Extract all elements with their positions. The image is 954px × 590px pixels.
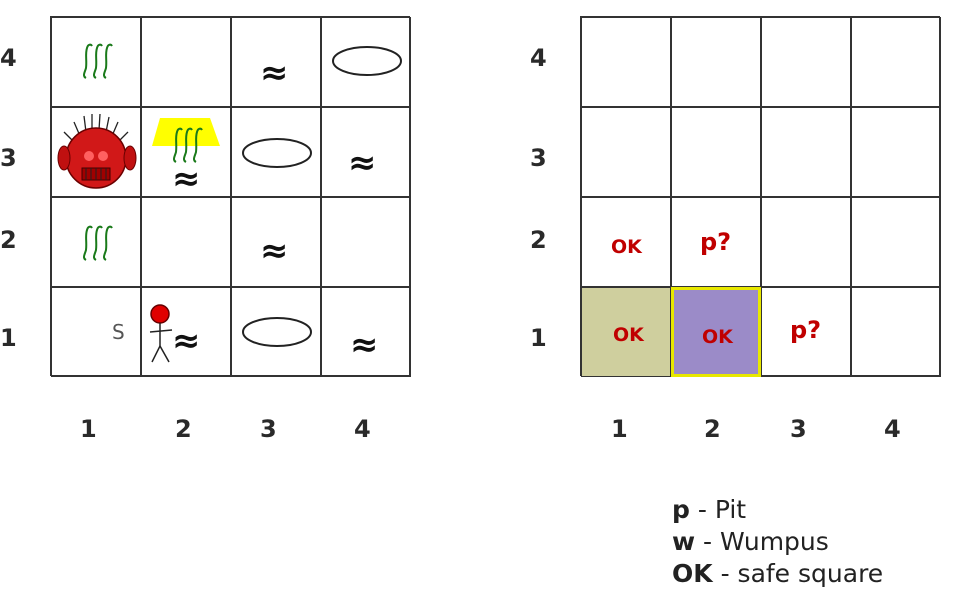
right-grid: OK p? OK OK p? [580,16,941,377]
legend-key: p [672,495,690,524]
left-cell-r2c2[interactable] [141,197,231,287]
legend-key: w [672,527,696,556]
col-label-1: 1 [80,415,97,443]
ok-label: OK [702,326,733,348]
right-cell-r4c2[interactable] [671,17,761,107]
left-cell-r4c4[interactable] [321,17,411,107]
left-cell-r1c2[interactable]: ≈ [141,287,231,377]
legend-text: - Wumpus [695,527,829,556]
right-cell-r4c4[interactable] [851,17,941,107]
breeze-icon: ≈ [172,159,201,199]
right-cell-r3c1[interactable] [581,107,671,197]
left-cell-r2c4[interactable] [321,197,411,287]
right-cell-r2c1[interactable]: OK [581,197,671,287]
col-label-2: 2 [175,415,192,443]
left-cell-r2c3[interactable]: ≈ [231,197,321,287]
left-cell-r4c2[interactable] [141,17,231,107]
breeze-icon: ≈ [260,231,289,271]
row-label-4: 4 [530,44,547,72]
legend-item-pit: p - Pit [672,494,883,526]
right-cell-r2c3[interactable] [761,197,851,287]
left-cell-r4c1[interactable] [51,17,141,107]
legend-text: - Pit [689,495,747,524]
left-cell-r1c1[interactable]: S [51,287,141,377]
row-label-2: 2 [530,226,547,254]
legend-item-ok: OK - safe square [672,558,883,590]
right-cell-r4c3[interactable] [761,17,851,107]
stench-icon [82,43,113,79]
pit-icon [242,138,312,168]
left-cell-r2c1[interactable] [51,197,141,287]
col-label-4: 4 [884,415,901,443]
right-cell-r3c2[interactable] [671,107,761,197]
left-grid: ≈ [50,16,411,377]
pit-guess-label: p? [790,316,822,344]
left-cell-r1c4[interactable]: ≈ [321,287,411,377]
breeze-icon: ≈ [350,325,379,365]
right-cell-r1c4[interactable] [851,287,941,377]
ok-label: OK [611,236,642,258]
right-cell-r2c2[interactable]: p? [671,197,761,287]
right-cell-r3c3[interactable] [761,107,851,197]
row-label-2: 2 [0,226,17,254]
left-cell-r4c3[interactable]: ≈ [231,17,321,107]
col-label-1: 1 [611,415,628,443]
left-cell-r3c4[interactable]: ≈ [321,107,411,197]
col-label-4: 4 [354,415,371,443]
row-label-1: 1 [0,324,17,352]
start-marker: S [112,320,125,344]
agent-icon [149,304,173,363]
pit-icon [332,46,402,76]
breeze-icon: ≈ [348,143,377,183]
row-label-1: 1 [530,324,547,352]
stench-icon [82,225,113,261]
ok-label: OK [613,324,644,346]
row-label-3: 3 [530,144,547,172]
breeze-icon: ≈ [260,53,289,93]
col-label-3: 3 [260,415,277,443]
right-cell-r2c4[interactable] [851,197,941,287]
row-label-4: 4 [0,44,17,72]
right-cell-r1c3[interactable]: p? [761,287,851,377]
legend-text: - safe square [712,559,884,588]
left-cell-r3c3[interactable] [231,107,321,197]
col-label-3: 3 [790,415,807,443]
right-cell-r4c1[interactable] [581,17,671,107]
legend-key: OK [672,559,713,588]
pit-icon [242,317,312,347]
breeze-icon: ≈ [172,321,201,361]
legend: p - Pit w - Wumpus OK - safe square [672,494,883,590]
left-cell-r3c2[interactable]: ≈ [141,107,231,197]
gold-icon [152,118,220,163]
right-cell-r3c4[interactable] [851,107,941,197]
right-cell-r1c1-visited[interactable]: OK [581,287,671,377]
legend-item-wumpus: w - Wumpus [672,526,883,558]
row-label-3: 3 [0,144,17,172]
wumpus-icon [57,113,137,189]
left-cell-r1c3[interactable] [231,287,321,377]
left-cell-r3c1[interactable] [51,107,141,197]
pit-guess-label: p? [700,228,732,256]
right-cell-r1c2-current[interactable]: OK [671,287,761,377]
col-label-2: 2 [704,415,721,443]
